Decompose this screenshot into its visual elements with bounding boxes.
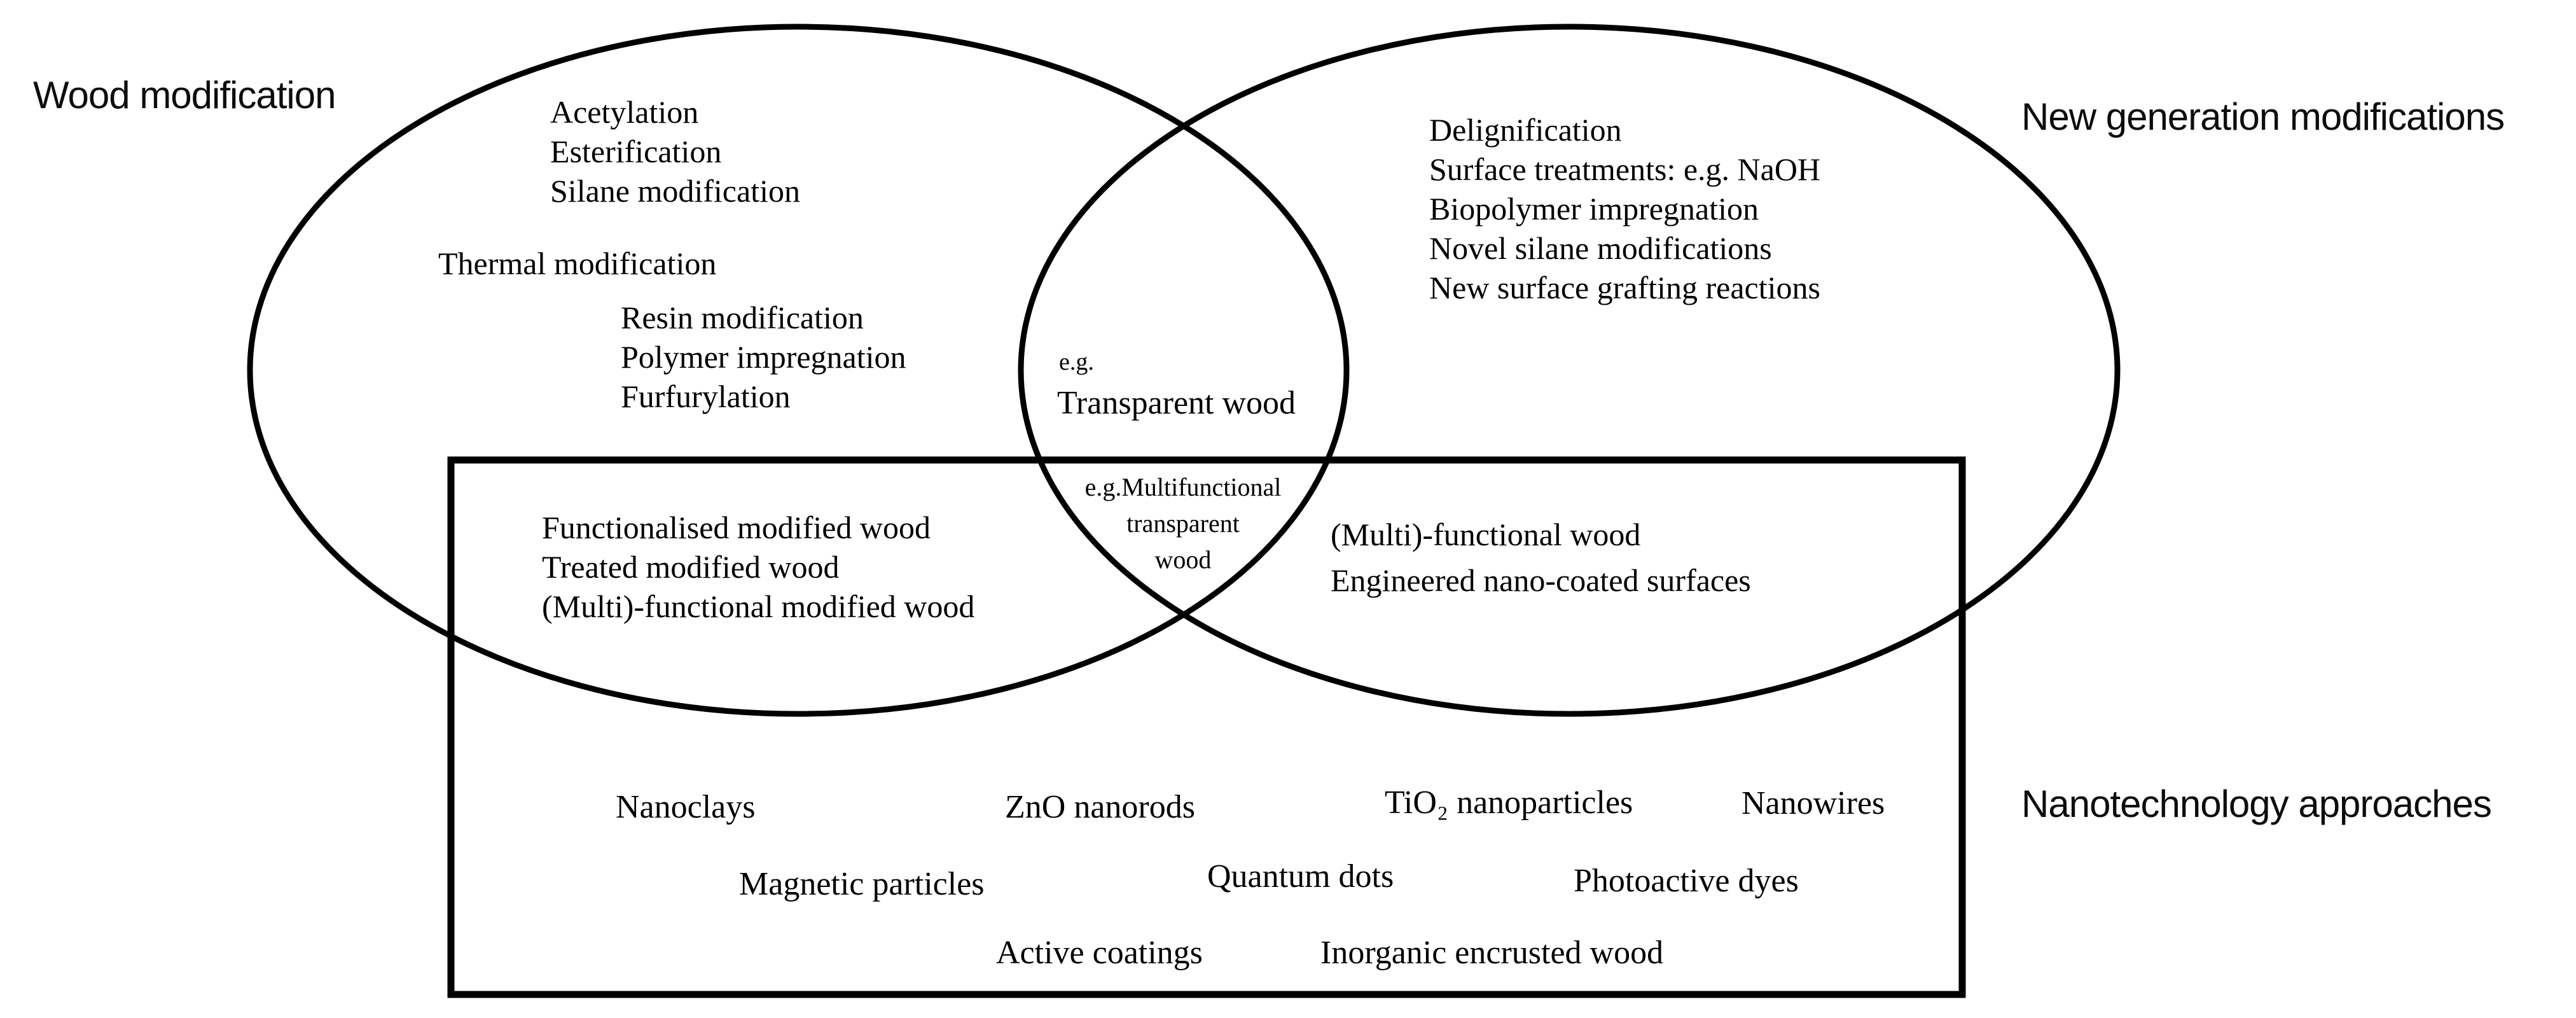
overlap-wood-nano-items: Functionalised modified wood Treated mod… (542, 508, 974, 626)
venn-item: Polymer impregnation (621, 339, 906, 375)
venn-item: Esterification (550, 134, 722, 169)
overlap-newgen-nano-items: (Multi)-functional wood Engineered nano-… (1331, 512, 1751, 603)
wood-impregnation-items: Resin modification Polymer impregnation … (621, 298, 906, 416)
venn-item: wood (1154, 545, 1212, 574)
venn-item: Surface treatments: e.g. NaOH (1429, 151, 1821, 187)
overlap-wood-newgen-prefix: e.g. (1059, 349, 1094, 375)
nanotechnology-approaches-label: Nanotechnology approaches (2021, 783, 2492, 825)
venn-item: Photoactive dyes (1574, 863, 1799, 899)
wood-modification-ellipse (247, 24, 1350, 717)
venn-item: ZnO nanorods (1005, 789, 1195, 825)
overlap-wood-newgen-example: Transparent wood (1057, 385, 1296, 421)
new-generation-modifications-label: New generation modifications (2021, 95, 2505, 138)
venn-item: Thermal modification (438, 246, 717, 281)
venn-item: Active coatings (996, 935, 1203, 971)
venn-item: Delignification (1429, 112, 1622, 148)
new-generation-ellipse (1018, 24, 2121, 717)
venn-item: e.g.Multifunctional (1084, 473, 1282, 501)
venn-item: Silane modification (550, 173, 800, 209)
venn-item: Nanowires (1742, 785, 1885, 821)
wood-chemical-items: Acetylation Esterification Silane modifi… (550, 92, 800, 211)
venn-item: Biopolymer impregnation (1429, 191, 1759, 227)
venn-item: Furfurylation (621, 379, 791, 414)
venn-item: Engineered nano-coated surfaces (1331, 562, 1751, 598)
overlap-all-three-items: e.g.Multifunctional transparent wood (1018, 469, 1348, 578)
venn-item: Inorganic encrusted wood (1320, 935, 1664, 971)
venn-item: New surface grafting reactions (1429, 270, 1820, 305)
venn-item: (Multi)-functional wood (1331, 517, 1641, 552)
venn-item: Functionalised modified wood (542, 510, 931, 545)
venn-item: Resin modification (621, 300, 864, 335)
venn-item: Magnetic particles (739, 866, 985, 902)
new-generation-items: Delignification Surface treatments: e.g.… (1429, 110, 1820, 307)
venn-item: Quantum dots (1207, 858, 1394, 895)
venn-item: Acetylation (550, 94, 699, 130)
nanotechnology-rectangle (447, 456, 1966, 998)
venn-item: transparent (1126, 509, 1240, 538)
venn-item: Nanoclays (616, 789, 756, 825)
wood-modification-label: Wood modification (33, 74, 336, 116)
venn-item: Novel silane modifications (1429, 230, 1772, 266)
venn-item: Treated modified wood (542, 549, 840, 585)
venn-item: (Multi)-functional modified wood (542, 589, 975, 624)
venn-item: TiO₂ nanoparticles (1385, 784, 1633, 821)
